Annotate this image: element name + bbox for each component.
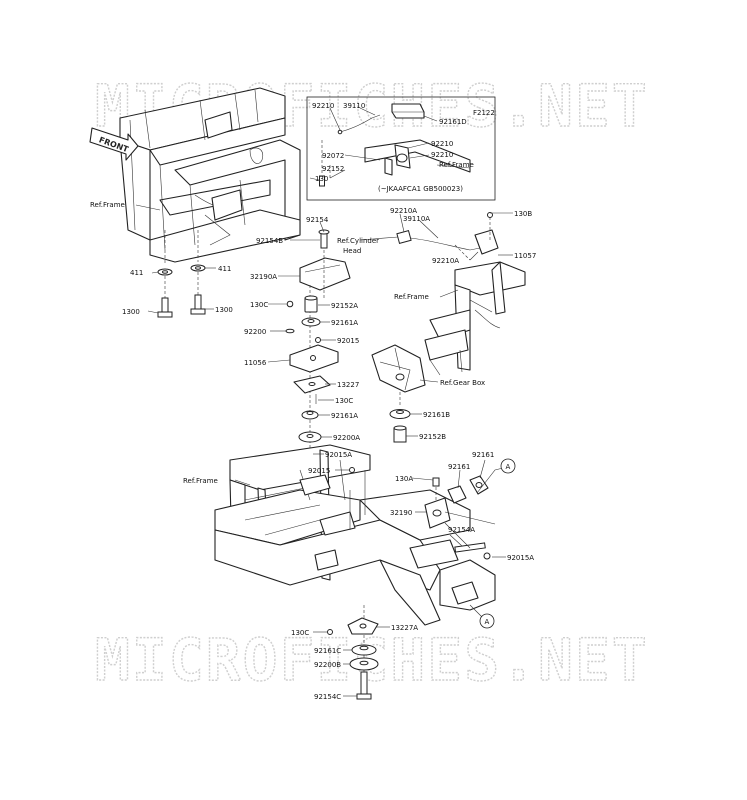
callout-label: 130B: [514, 210, 532, 218]
callout-label: 92200B: [314, 661, 341, 669]
callout-label: 92154: [306, 216, 329, 224]
callout-label: 92161C: [314, 647, 341, 655]
callout-label: 130C: [250, 301, 268, 309]
callout-label: 92154A: [448, 526, 475, 534]
callout-label: 130C: [335, 397, 353, 405]
callout-label: 13227: [337, 381, 359, 389]
callout-label: 92154B: [256, 237, 283, 245]
figure-code: F2122: [473, 109, 495, 117]
callout-label: 92200A: [333, 434, 360, 442]
callout-label: Ref.Frame: [90, 201, 125, 209]
callout-label: 92152B: [419, 433, 446, 441]
callout-label: 92161: [448, 463, 470, 471]
callout-label: 11057: [514, 252, 536, 260]
callout-label: 92015A: [507, 554, 534, 562]
callout-label: 92210: [431, 151, 453, 159]
callout-label: 92015: [308, 467, 330, 475]
callout-label: 130: [315, 175, 328, 183]
callout-label: 92154C: [314, 693, 341, 701]
callout-label: 39110: [343, 102, 365, 110]
callout-label: 130C: [291, 629, 309, 637]
callout-label: 92152A: [331, 302, 358, 310]
upper-mount-stack: [285, 229, 351, 460]
callout-label: Ref.Cylinder: [337, 237, 379, 245]
callout-label: 92072: [322, 152, 344, 160]
inset-box: [306, 96, 496, 201]
callout-label: 92210A: [390, 207, 417, 215]
callout-label: Ref.Frame: [394, 293, 429, 301]
ref-marker-a-top: A: [500, 458, 516, 474]
callout-label: 92210: [312, 102, 334, 110]
callout-label: 11056: [244, 359, 267, 367]
callout-label: Ref.Frame: [439, 161, 474, 169]
callout-label: Head: [343, 247, 361, 255]
right-frame-drawing: [424, 261, 526, 376]
ref-marker-a-bottom: A: [479, 613, 495, 629]
leader-lines: [135, 107, 513, 697]
cable-and-bracket: [396, 212, 499, 261]
callout-label: Ref.Frame: [183, 477, 218, 485]
callout-label: 13227A: [391, 624, 418, 632]
callout-label: 32190A: [250, 273, 277, 281]
callout-label: Ref.Gear Box: [440, 379, 485, 387]
callout-label: 92210A: [432, 257, 459, 265]
callout-label: 92015: [337, 337, 359, 345]
svg-text:A: A: [506, 463, 511, 471]
inset-serial-note: (~JKAAFCA1 GB500023): [378, 185, 463, 193]
left-mount-hardware: [157, 230, 206, 318]
callout-label: 130A: [395, 475, 413, 483]
callout-label: 411: [130, 269, 143, 277]
svg-text:A: A: [485, 618, 490, 626]
callout-label: 1300: [122, 308, 140, 316]
callout-labels: 92210 39110 92161D 92210 92072 92210 921…: [90, 102, 536, 701]
gearbox-bracket: [371, 344, 426, 443]
callout-label: 1300: [215, 306, 233, 314]
callout-label: 32190: [390, 509, 412, 517]
lower-frame-drawing: [214, 444, 496, 626]
callout-label: 39110A: [403, 215, 430, 223]
callout-label: 92152: [322, 165, 344, 173]
callout-label: 92161A: [331, 319, 358, 327]
callout-label: 92015A: [325, 451, 352, 459]
callout-label: 92161D: [439, 118, 467, 126]
callout-label: 92161: [472, 451, 494, 459]
callout-label: 92200: [244, 328, 266, 336]
upper-frame-drawing: [119, 87, 301, 263]
callout-label: 92161A: [331, 412, 358, 420]
right-side-mount: [424, 475, 491, 560]
callout-label: 92161B: [423, 411, 450, 419]
callout-label: 411: [218, 265, 231, 273]
callout-label: 92210: [431, 140, 453, 148]
lower-mount-stack: [327, 605, 379, 700]
